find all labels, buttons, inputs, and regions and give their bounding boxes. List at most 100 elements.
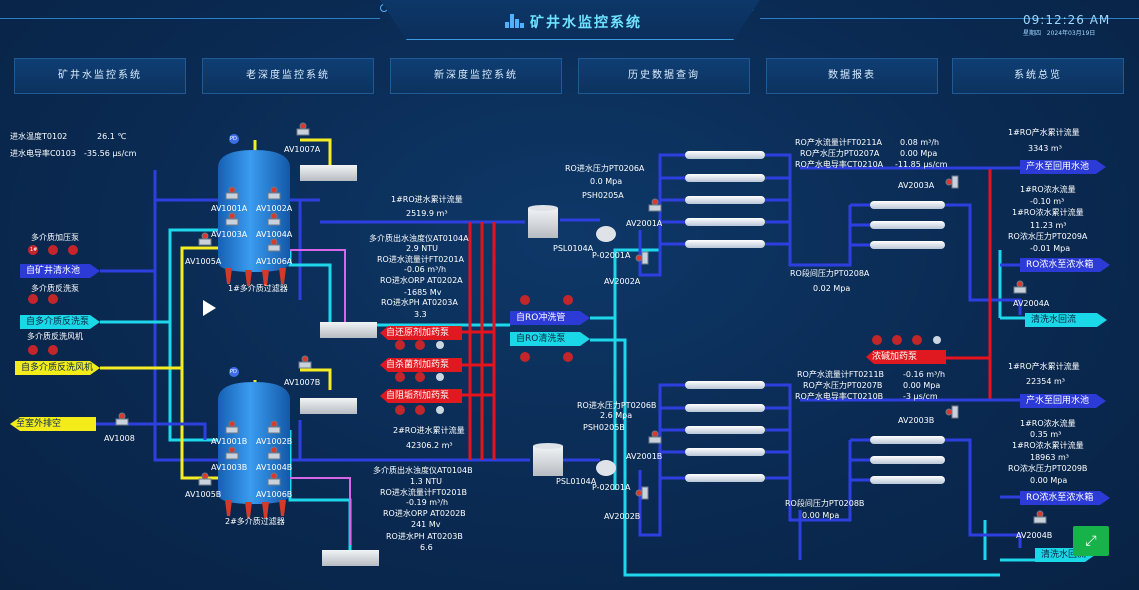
ro2-pump[interactable]: P-02001A — [592, 483, 631, 492]
title-plate — [380, 0, 760, 40]
ro1-prod-press-value: 0.00 Mpa — [900, 149, 938, 158]
hp-pump-2 — [596, 460, 616, 476]
ro2-prod-cum-label: 1#RO产水累计流量 — [1008, 362, 1080, 371]
valve-av2002b[interactable]: AV2002B — [604, 512, 641, 521]
ro2-press-label: RO进水压力PT0206B — [577, 401, 657, 410]
inlet-cond-label: 进水电导率C0103 — [10, 149, 76, 158]
tag-ro2-product-out[interactable]: 产水至回用水池 — [1020, 394, 1106, 408]
tank-box-2 — [300, 398, 357, 414]
ro2-conc-press-value: 0.00 Mpa — [1030, 476, 1068, 485]
ro1-inter-value: 0.02 Mpa — [813, 284, 851, 293]
play-icon[interactable] — [203, 300, 216, 316]
tag-blower-in[interactable]: 自多介质反洗风机 — [15, 361, 100, 375]
pump-label-backwash: 多介质反洗泵 — [31, 284, 79, 293]
valve-av2001b[interactable]: AV2001B — [626, 452, 663, 461]
page-title: 矿井水监控系统 — [530, 15, 642, 31]
valve-av1003b[interactable]: AV1003B — [211, 463, 248, 472]
fan-icons — [436, 336, 941, 414]
ro1-prod-cum-label: 1#RO产水累计流量 — [1008, 128, 1080, 137]
tag-ro1-product-out[interactable]: 产水至回用水池 — [1020, 160, 1106, 174]
tag-ro2-conc-out[interactable]: RO浓水至浓水箱 — [1020, 491, 1110, 505]
valve-av1005a[interactable]: AV1005A — [185, 257, 222, 266]
valve-av1006a[interactable]: AV1006A — [256, 257, 293, 266]
nav-reports[interactable]: 数据报表 — [766, 58, 938, 94]
valve-av2004b[interactable]: AV2004B — [1016, 531, 1053, 540]
valve-av2001a[interactable]: AV2001A — [626, 219, 663, 228]
valve-icons — [115, 122, 1047, 524]
date-line: 星期四 2024年03月19日 — [1023, 28, 1095, 37]
nav-history[interactable]: 历史数据查询 — [578, 58, 750, 94]
ro1-feed-cum-value: 2519.9 m³ — [406, 209, 448, 218]
ro2-prod-cond-label: RO产水电导率CT0210B — [795, 392, 884, 401]
tag-ro-flush[interactable]: 自RO冲洗管 — [510, 311, 590, 325]
ro2-inter-value: 0.00 Mpa — [802, 511, 840, 520]
fullscreen-button[interactable]: ⤢ — [1073, 526, 1109, 556]
tag-backwash-in[interactable]: 自多介质反洗泵 — [20, 315, 100, 329]
nav-mine-water[interactable]: 矿井水监控系统 — [14, 58, 186, 94]
valve-av2004a[interactable]: AV2004A — [1013, 299, 1050, 308]
alkali-pipe — [945, 168, 992, 400]
tag-ro1-conc-out[interactable]: RO浓水至浓水箱 — [1020, 258, 1110, 272]
ro1-flow-value: -0.06 m³/h — [404, 265, 447, 274]
header-line-right — [760, 18, 1139, 19]
ro1-conc-flow-label: 1#RO浓水流量 — [1020, 185, 1076, 194]
ro2-prod-cond-value: -3 μs/cm — [903, 392, 938, 401]
pump-label-blower: 多介质反洗风机 — [27, 332, 83, 341]
red-dosing-pipes — [460, 222, 496, 460]
valve-av1007b[interactable]: AV1007B — [284, 378, 321, 387]
tag-ro1-drain-out[interactable]: 清洗水回流 — [1025, 313, 1107, 327]
valve-av1001a[interactable]: AV1001A — [211, 204, 248, 213]
valve-av1001b[interactable]: AV1001B — [211, 437, 248, 446]
nav-old-advanced[interactable]: 老深度监控系统 — [202, 58, 374, 94]
valve-av1004a[interactable]: AV1004A — [256, 230, 293, 239]
pump-icon-label: 1# — [30, 247, 38, 253]
ro1-prod-cond-value: -11.85 μs/cm — [895, 160, 948, 169]
tag-mine-water[interactable]: 自矿井清水池 — [20, 264, 100, 278]
ro1-flow-label: RO进水流量计FT0201A — [377, 255, 465, 264]
valve-av1008[interactable]: AV1008 — [104, 434, 135, 443]
ro2-conc-flow-label: 1#RO浓水流量 — [1020, 419, 1076, 428]
pd-gauge-2 — [229, 367, 239, 377]
valve-av1003a[interactable]: AV1003A — [211, 230, 248, 239]
ro1-inter-label: RO段间压力PT0208A — [790, 269, 870, 278]
ro1-pump[interactable]: P-02001A — [592, 251, 631, 260]
valve-av1004b[interactable]: AV1004B — [256, 463, 293, 472]
ro2-membranes — [685, 381, 945, 484]
ro2-conc-cum-label: 1#RO浓水累计流量 — [1012, 441, 1084, 450]
valve-av1006b[interactable]: AV1006B — [256, 490, 293, 499]
tag-biocide-pump[interactable]: 自杀菌剂加药泵 — [380, 358, 462, 372]
tag-reductant-pump[interactable]: 自还原剂加药泵 — [380, 326, 462, 340]
tag-drain-out[interactable]: 至室外排空 — [10, 417, 96, 431]
valve-av1002a[interactable]: AV1002A — [256, 204, 293, 213]
valve-av1007a[interactable]: AV1007A — [284, 145, 321, 154]
ro1-press-label: RO进水压力PT0206A — [565, 164, 645, 173]
ro2-prod-flow-value: -0.16 m³/h — [903, 370, 946, 379]
ro2-prod-press-value: 0.00 Mpa — [903, 381, 941, 390]
ro2-flow-label: RO进水流量计FT0201B — [380, 488, 468, 497]
ro2-ph-label: RO进水PH AT0203B — [386, 532, 463, 541]
pump-circles — [28, 245, 922, 415]
weekday: 星期四 — [1023, 30, 1042, 37]
ro2-psh: PSH0205B — [583, 423, 625, 432]
ro2-turb-label: 多介质出水浊度仪AT0104B — [373, 466, 473, 475]
valve-av2003b[interactable]: AV2003B — [898, 416, 935, 425]
pd-gauge-1 — [229, 134, 239, 144]
ro1-membranes — [685, 151, 945, 249]
tag-antiscalant-pump[interactable]: 自阻垢剂加药泵 — [380, 389, 462, 403]
ro2-conc-flow-value: 0.35 m³ — [1030, 430, 1062, 439]
tag-ro-clean[interactable]: 自RO清洗泵 — [510, 332, 590, 346]
valve-av1002b[interactable]: AV1002B — [256, 437, 293, 446]
valve-av2002a[interactable]: AV2002A — [604, 277, 641, 286]
ro1-prod-cond-label: RO产水电导率CT0210A — [795, 160, 884, 169]
logo-icon — [505, 14, 527, 28]
cartridge-filter-1 — [528, 205, 558, 238]
ro1-conc-press-value: -0.01 Mpa — [1030, 244, 1071, 253]
valve-av2003a[interactable]: AV2003A — [898, 181, 935, 190]
ro2-orp-value: 241 Mv — [411, 520, 441, 529]
nav-overview[interactable]: 系统总览 — [952, 58, 1124, 94]
nav-new-advanced[interactable]: 新深度监控系统 — [390, 58, 562, 94]
tag-alkali-pump[interactable]: 浓碱加药泵 — [866, 350, 946, 364]
valve-av1005b[interactable]: AV1005B — [185, 490, 222, 499]
ro1-orp-value: -1685 Mv — [404, 288, 442, 297]
ro2-pipes — [638, 383, 1022, 560]
